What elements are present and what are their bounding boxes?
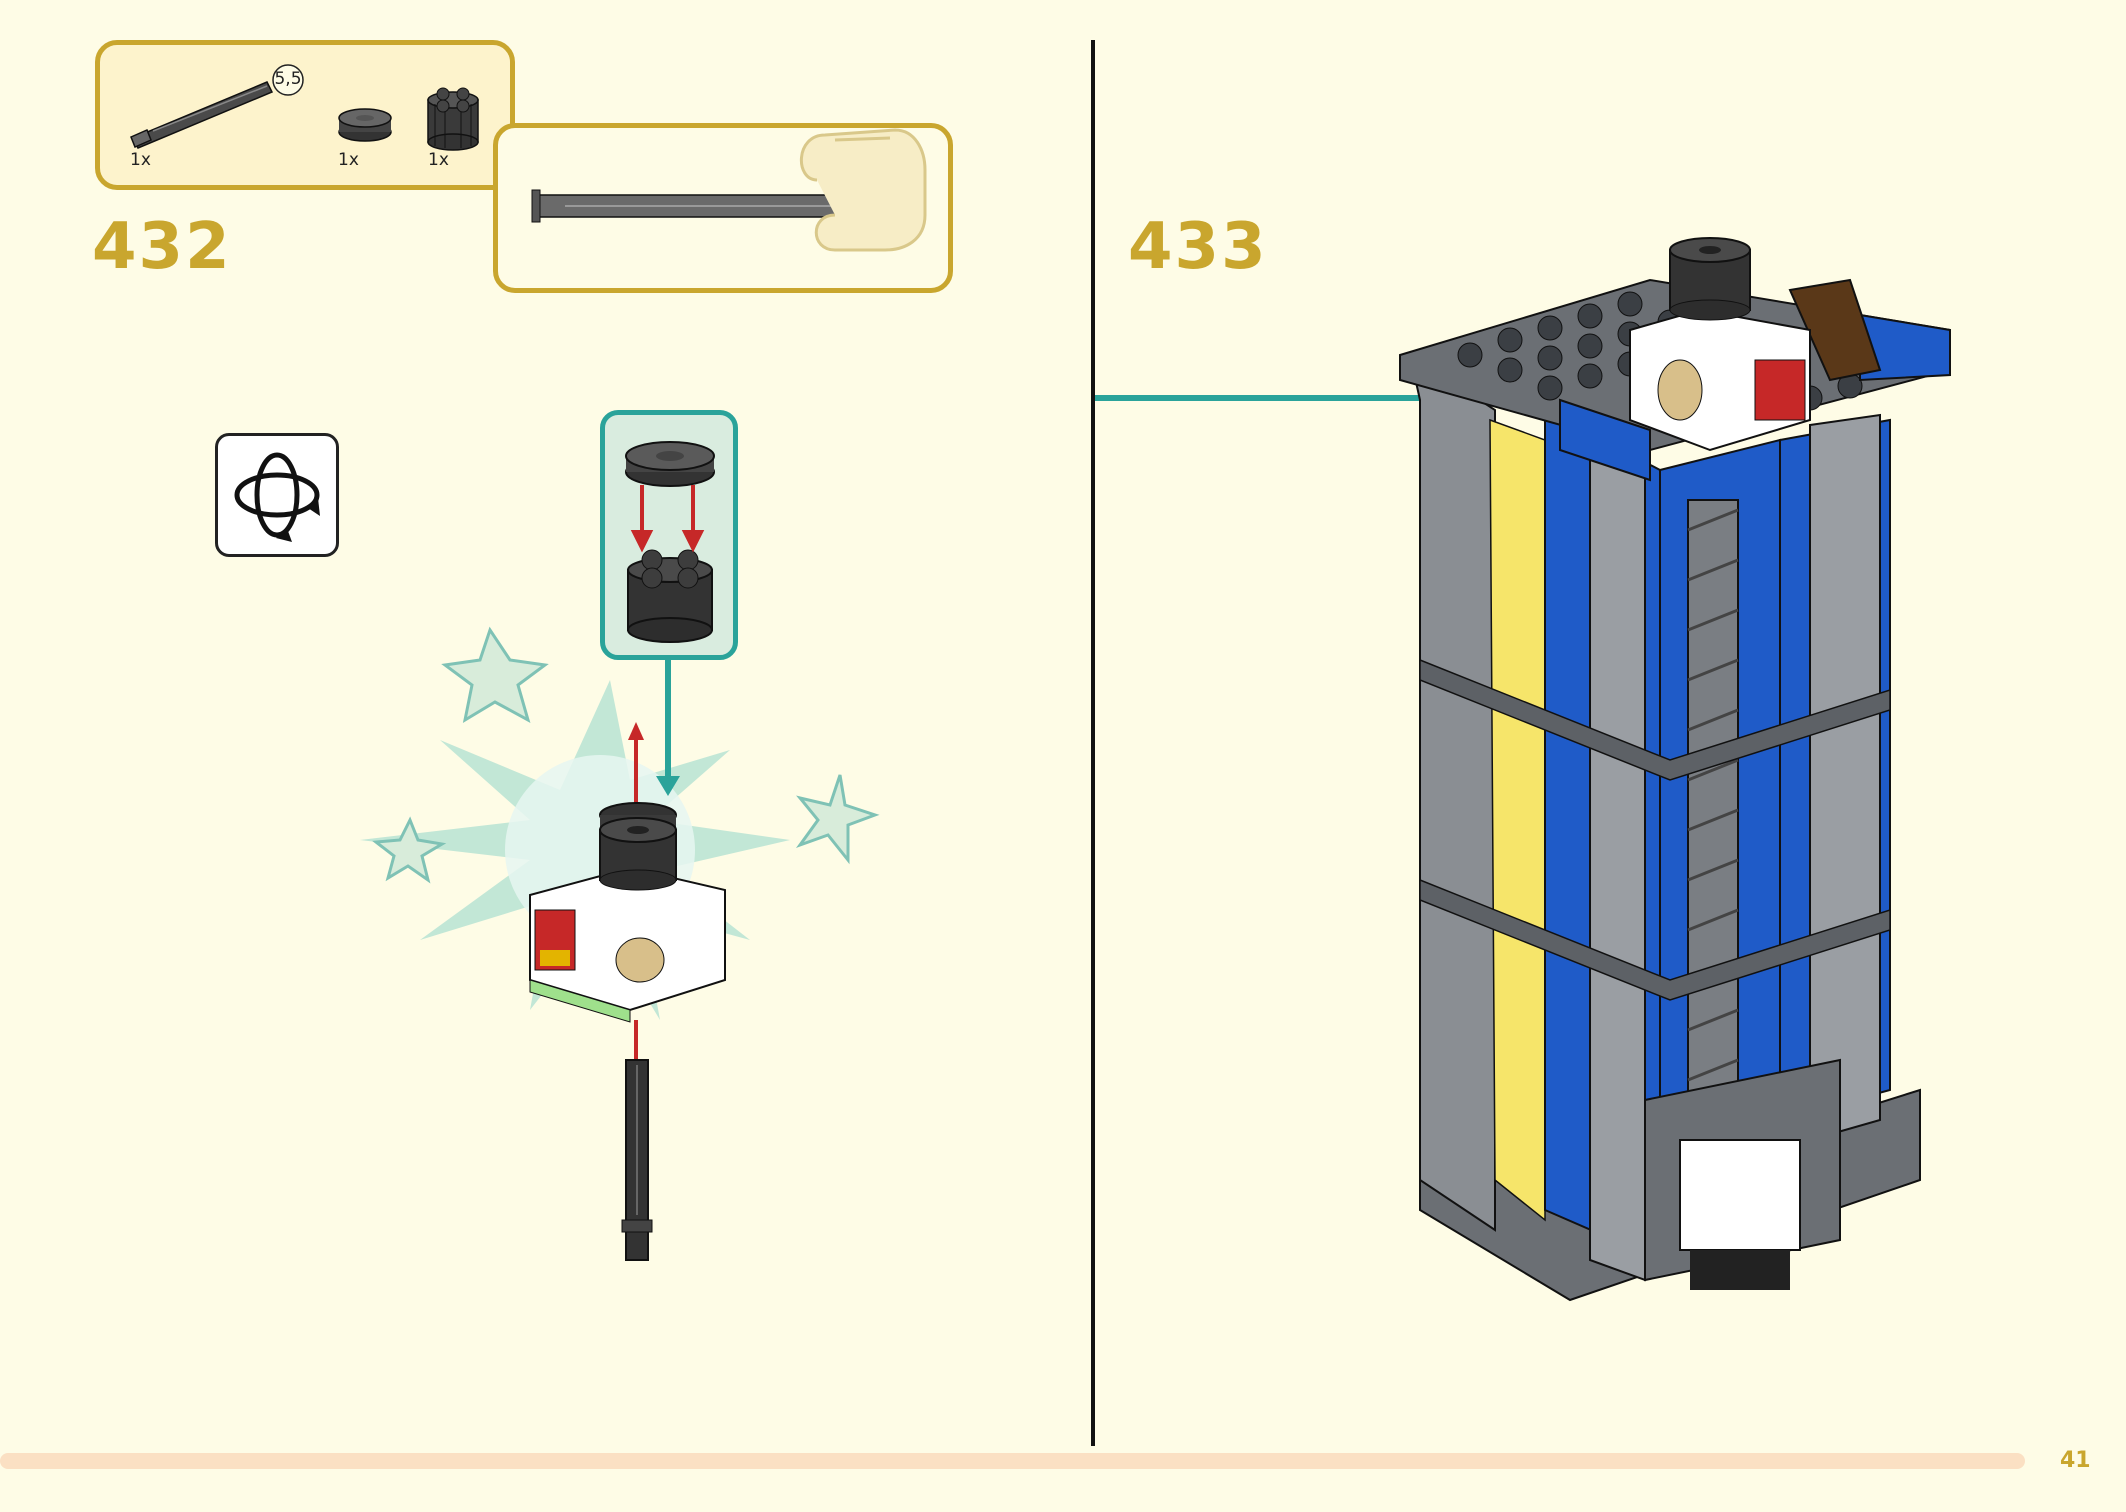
page-divider <box>1091 40 1095 1446</box>
page-number: 41 <box>2060 1448 2091 1473</box>
axle-inserted <box>621 1059 653 1261</box>
axle-length-badge <box>272 64 304 96</box>
axle-part-icon <box>130 81 274 149</box>
step-number-433: 433 <box>1128 210 1268 284</box>
assembly-diagram-433 <box>1095 237 1951 1302</box>
callout-round-tile <box>625 441 715 487</box>
axle-length-label: 5,5 <box>274 69 302 89</box>
axle-qty: 1x <box>130 150 151 170</box>
round-tile-part-icon <box>338 108 392 142</box>
parts-art <box>130 64 927 252</box>
finger-icon <box>800 128 927 252</box>
assembly-diagram-432 <box>360 441 880 1261</box>
round-brick-qty: 1x <box>428 150 449 170</box>
round-brick-part-icon <box>427 87 479 151</box>
rotate-model-icon <box>215 433 339 557</box>
assembled-element <box>529 802 726 1023</box>
stars-icon <box>372 626 880 884</box>
callout-round-brick <box>627 549 713 643</box>
round-tile-qty: 1x <box>338 150 359 170</box>
step-number-432: 432 <box>92 210 232 284</box>
progress-bar <box>0 1453 2025 1469</box>
axle-scale-icon <box>531 189 876 223</box>
